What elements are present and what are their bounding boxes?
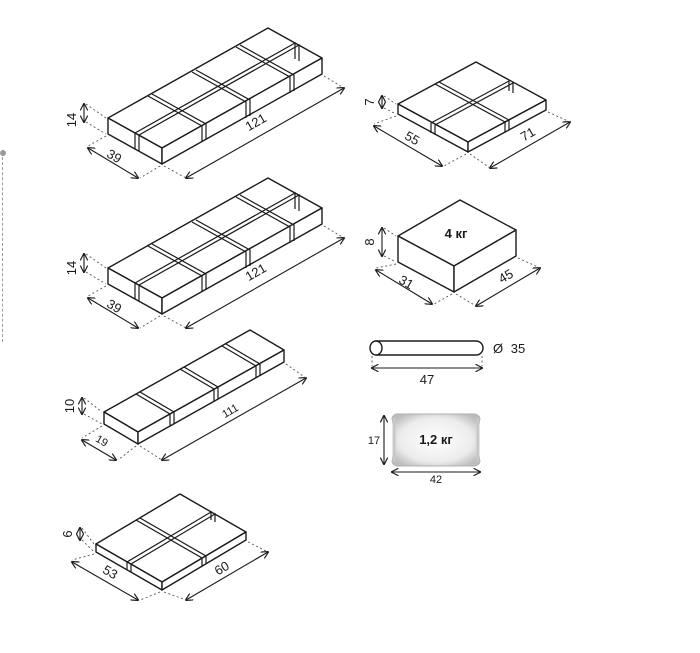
tube-length-label: 47 xyxy=(420,372,434,387)
package-2: 14 39 121 xyxy=(64,177,344,328)
tube-end-cap xyxy=(369,340,383,356)
package-6-weight-label: 4 кг xyxy=(445,226,468,241)
package-2-height-label: 14 xyxy=(64,261,79,275)
package-6-width-label: 31 xyxy=(396,272,416,292)
package-5-width-label: 55 xyxy=(402,128,422,148)
package-4-length-label: 60 xyxy=(212,558,232,578)
tube-diameter-symbol: Ø xyxy=(493,341,503,356)
package-6-front-face xyxy=(453,229,517,293)
package-1-width-label: 39 xyxy=(104,146,124,166)
package-5: 7 55 71 xyxy=(362,61,570,168)
package-3-height-label: 10 xyxy=(62,399,77,413)
package-2-width-label: 39 xyxy=(104,296,124,316)
package-4-height-label: 6 xyxy=(60,530,75,537)
bag-shape xyxy=(391,413,481,467)
package-1-height-label: 14 xyxy=(64,113,79,127)
package-1: 14 39 121 xyxy=(64,27,344,178)
package-3-top-face xyxy=(103,329,285,433)
bag-width-label: 42 xyxy=(430,474,442,486)
tube-diameter-label: 35 xyxy=(511,341,525,356)
package-5-height-label: 7 xyxy=(362,98,377,105)
bag-weight-label: 1,2 кг xyxy=(419,432,453,447)
package-4-width-label: 53 xyxy=(100,562,120,582)
side-rail-knob xyxy=(0,150,6,156)
package-6: 4 кг 8 31 45 xyxy=(362,199,540,306)
package-3: 10 19 111 xyxy=(62,329,306,460)
tube: 47 Ø 35 xyxy=(369,340,525,387)
package-6-length-label: 45 xyxy=(496,266,516,286)
tube-body xyxy=(375,340,484,356)
package-3-width-label: 19 xyxy=(93,433,110,450)
package-4: 6 53 60 xyxy=(60,493,268,600)
package-6-height-label: 8 xyxy=(362,238,377,245)
bag: 1,2 кг 17 42 xyxy=(368,413,481,486)
side-rail xyxy=(2,152,4,342)
bag-height-label: 17 xyxy=(368,435,380,447)
package-5-length-label: 71 xyxy=(518,124,538,144)
package-3-length-label: 111 xyxy=(220,402,240,421)
